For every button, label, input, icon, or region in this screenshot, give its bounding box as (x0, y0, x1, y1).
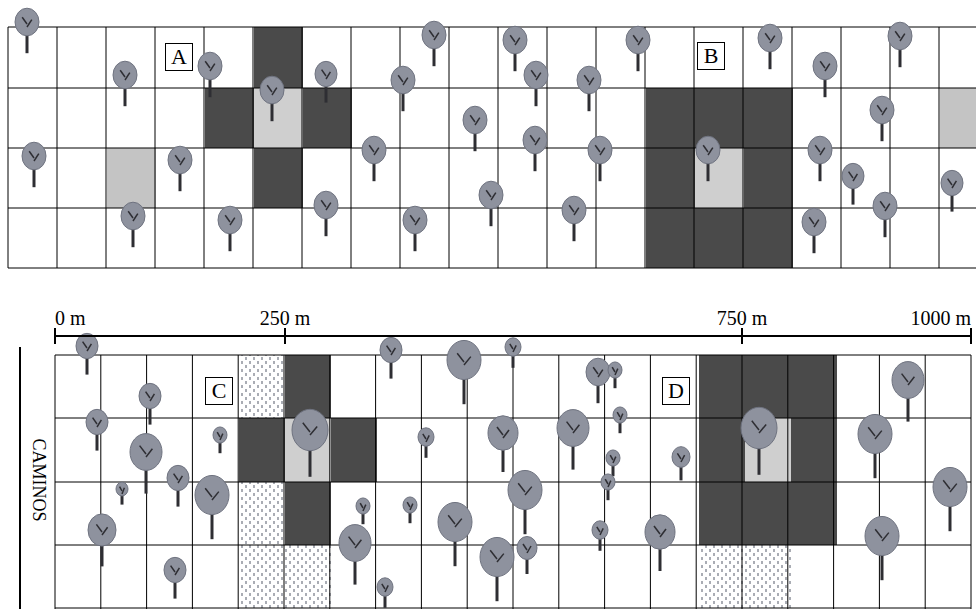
tree-symbols (15, 8, 967, 608)
grid-lines (8, 27, 976, 609)
scale-label: 750 m (717, 308, 768, 328)
letter-box: B (697, 42, 725, 70)
plot-letter: D (668, 380, 684, 402)
letter-box: A (165, 43, 193, 71)
plot-letter: C (212, 380, 227, 402)
scale-label: 250 m (260, 308, 311, 328)
plot-letter: A (171, 46, 187, 68)
road-label: CAMINOS (29, 438, 47, 521)
cell-fills (107, 27, 976, 609)
plot-letter: B (704, 45, 719, 67)
road-line (19, 347, 21, 609)
scale-label: 1000 m (910, 308, 971, 328)
letter-box: D (662, 377, 690, 405)
scale-label: 0 m (55, 308, 86, 328)
letter-box: C (205, 377, 233, 405)
scale-bar (55, 328, 972, 344)
